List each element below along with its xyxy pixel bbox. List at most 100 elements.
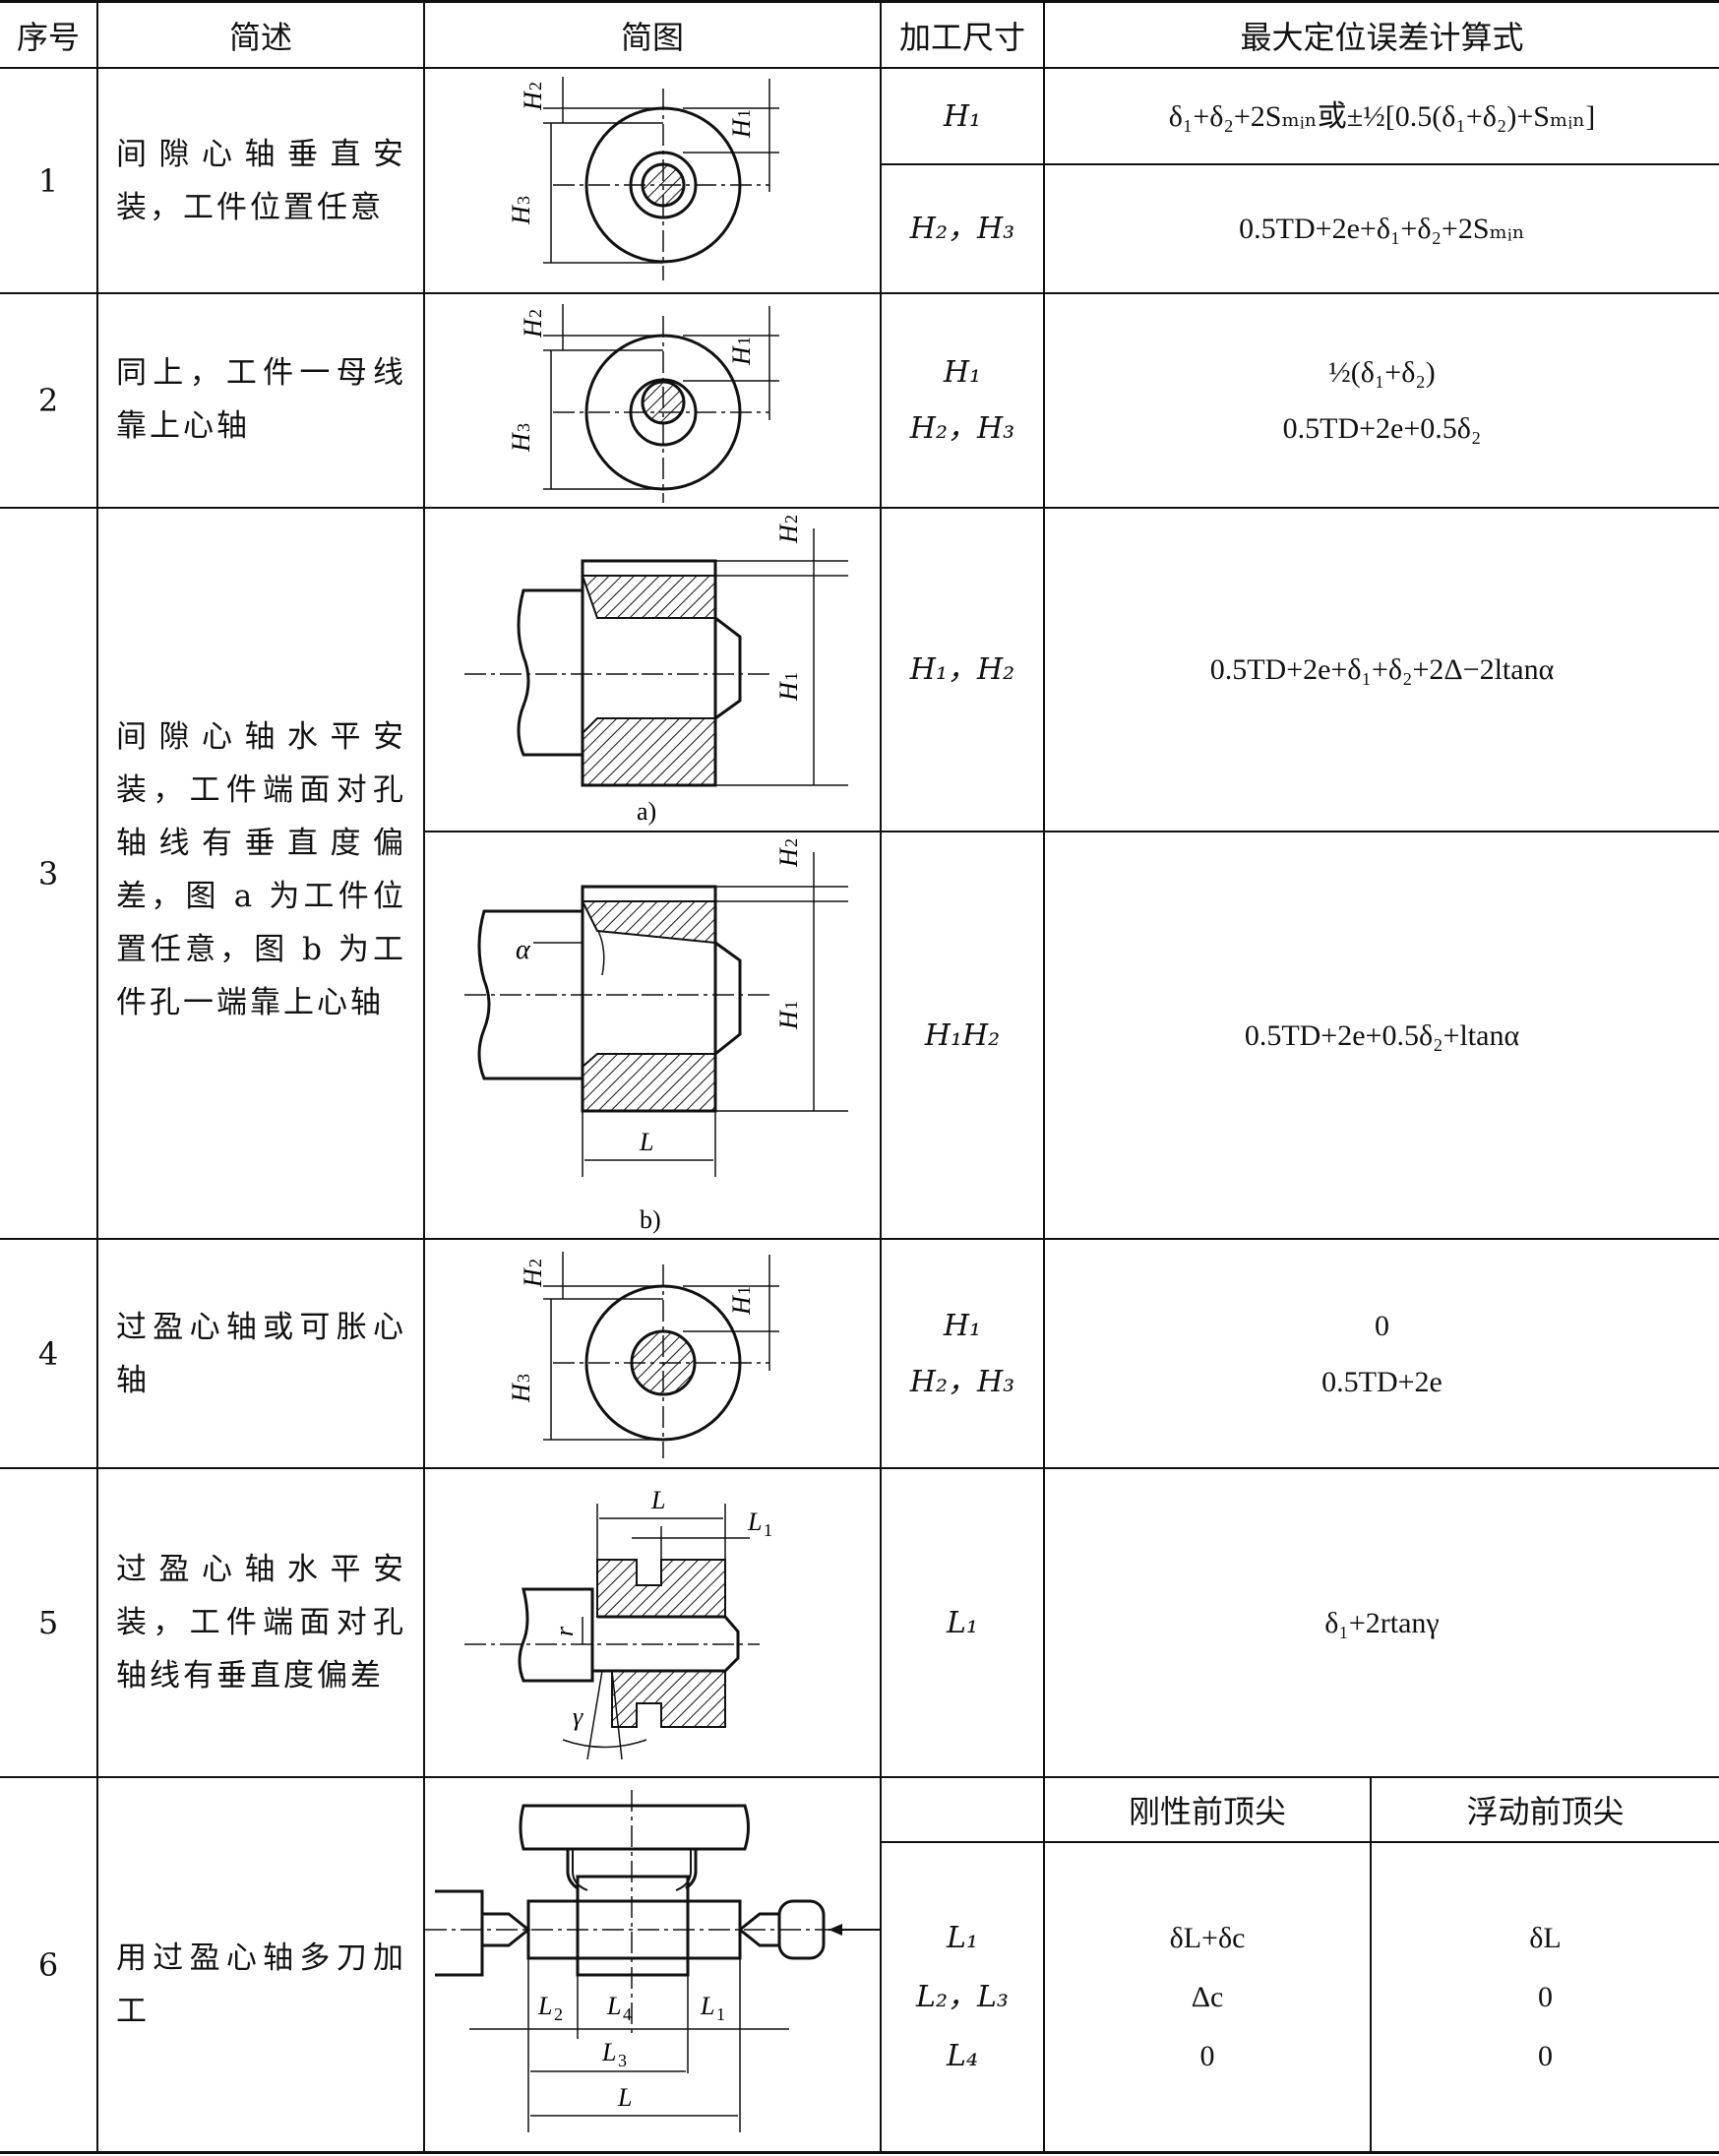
row-2-dims: H₁ H₂，H₃ bbox=[882, 294, 1043, 507]
table-border-bottom bbox=[0, 2151, 1719, 2154]
svg-text:H: H bbox=[519, 318, 547, 339]
row-6-rigid-l1: δL+δc bbox=[1169, 1921, 1246, 1954]
row-5-bottom-rule bbox=[0, 1776, 1719, 1778]
svg-text:L: L bbox=[700, 1992, 714, 2020]
svg-text:3: 3 bbox=[514, 1374, 533, 1383]
row-5-number: 5 bbox=[37, 1604, 59, 1641]
row-2-description: 同上，工件一母线靠上心轴 bbox=[116, 355, 406, 444]
row-4-dims: H₁ H₂，H₃ bbox=[882, 1240, 1043, 1467]
row-1-description: 间隙心轴垂直安装，工件位置任意 bbox=[116, 137, 406, 225]
row-6-floating-l2-l3: 0 bbox=[1538, 1980, 1553, 2013]
svg-text:L: L bbox=[601, 2038, 616, 2066]
table-border-top bbox=[0, 0, 1719, 3]
row-4-number: 4 bbox=[37, 1334, 59, 1373]
row-6-dim-l2-l3: L₂，L₃ bbox=[916, 1979, 1009, 2014]
row-1-dim-h1: H₁ bbox=[943, 98, 982, 134]
row-1-sub-rule bbox=[880, 163, 1719, 165]
svg-text:H: H bbox=[519, 1267, 547, 1288]
row-2-formulas: ½(δ₁+δ₂) 0.5TD+2e+0.5δ₂ bbox=[1045, 294, 1719, 507]
row-6-subheader-floating: 浮动前顶尖 bbox=[1466, 1793, 1625, 1830]
row-6-floating-l4: 0 bbox=[1538, 2039, 1553, 2072]
svg-text:H: H bbox=[774, 1010, 803, 1030]
row-5-description: 过盈心轴水平安装，工件端面对孔轴线有垂直度偏差 bbox=[116, 1552, 406, 1694]
header-bottom-rule bbox=[0, 67, 1719, 69]
row-6-description: 用过盈心轴多刀加工 bbox=[116, 1940, 406, 2029]
col-divider-2 bbox=[423, 0, 425, 2153]
row-3-sub-rule bbox=[423, 831, 1719, 832]
svg-text:L: L bbox=[650, 1486, 665, 1514]
svg-text:γ: γ bbox=[573, 1702, 583, 1731]
row-3-formula-b: 0.5TD+2e+0.5δ₂+ltanα bbox=[1244, 1018, 1520, 1052]
svg-text:1: 1 bbox=[734, 1286, 754, 1295]
row-6-number: 6 bbox=[37, 1946, 59, 1984]
row-6-diagram: L 2 L 4 L 1 L 3 L bbox=[425, 1790, 880, 2132]
svg-text:3: 3 bbox=[514, 196, 533, 205]
row-2-formula-h1: ½(δ₁+δ₂) bbox=[1328, 356, 1436, 389]
svg-text:1: 1 bbox=[734, 109, 754, 118]
row-2-formula-h2-h3: 0.5TD+2e+0.5δ₂ bbox=[1282, 412, 1482, 445]
row-1-formula-h1: δ₁+δ₂+2Sₘᵢₙ或±½[0.5(δ₁+δ₂)+Sₘᵢₙ] bbox=[1168, 99, 1596, 133]
svg-text:H: H bbox=[727, 118, 756, 139]
row-6-floating-l1: δL bbox=[1529, 1921, 1562, 1954]
row-5-formula: δ₁+2rtanγ bbox=[1324, 1606, 1440, 1639]
row-3a-caption: a) bbox=[637, 797, 656, 826]
row-2-bottom-rule bbox=[0, 507, 1719, 509]
row-3-description: 间隙心轴水平安装，工件端面对孔轴线有垂直度偏差，图 a 为工件位置任意，图 b … bbox=[116, 719, 406, 1020]
row-3a-diagram: H 2 H 1 a) bbox=[464, 515, 848, 826]
svg-text:1: 1 bbox=[781, 1001, 801, 1010]
col-divider-4 bbox=[1043, 0, 1045, 2153]
row-4-formulas: 0 0.5TD+2e bbox=[1045, 1240, 1719, 1467]
row-2-dim-h1: H₁ bbox=[943, 355, 982, 390]
row-3b-diagram: α H 2 H 1 L b) bbox=[464, 838, 848, 1234]
svg-text:1: 1 bbox=[781, 672, 801, 681]
row-1-formula-h2-h3: 0.5TD+2e+δ₁+δ₂+2Sₘᵢₙ bbox=[1239, 213, 1525, 245]
svg-text:L: L bbox=[537, 1992, 552, 2020]
svg-text:H: H bbox=[519, 91, 547, 111]
row-1-bottom-rule bbox=[0, 292, 1719, 294]
svg-text:1: 1 bbox=[764, 1520, 772, 1540]
row-1-diagram: H 2 H 3 H 1 bbox=[507, 77, 779, 280]
svg-text:H: H bbox=[727, 345, 756, 366]
svg-text:H: H bbox=[507, 432, 535, 453]
svg-text:2: 2 bbox=[781, 838, 801, 847]
row-3-dim-a: H₁，H₂ bbox=[909, 652, 1015, 687]
row-6-dim-l4: L₄ bbox=[947, 2038, 978, 2073]
row-2-dim-h2-h3: H₂，H₃ bbox=[909, 411, 1015, 446]
header-description: 简述 bbox=[228, 18, 292, 56]
header-machining-dimension: 加工尺寸 bbox=[898, 18, 1025, 56]
col-divider-3 bbox=[880, 0, 882, 2153]
row-6-rigid-l2-l3: Δc bbox=[1191, 1980, 1224, 2013]
row-3-number: 3 bbox=[37, 854, 59, 893]
svg-text:α: α bbox=[516, 935, 531, 965]
row-4-description: 过盈心轴或可胀心轴 bbox=[116, 1310, 406, 1398]
header-no: 序号 bbox=[16, 18, 80, 56]
row-4-dim-h2-h3: H₂，H₃ bbox=[909, 1364, 1015, 1399]
row-6-sub-rule bbox=[880, 1841, 1719, 1843]
svg-text:2: 2 bbox=[525, 1259, 545, 1267]
header-diagram: 简图 bbox=[620, 18, 684, 56]
row-3-dim-b: H₁H₂ bbox=[924, 1017, 1001, 1053]
row-6-subheader-rigid: 刚性前顶尖 bbox=[1128, 1793, 1286, 1830]
row-4-formula-h1: 0 bbox=[1375, 1309, 1389, 1342]
row-4-bottom-rule bbox=[0, 1467, 1719, 1469]
svg-text:1: 1 bbox=[734, 337, 754, 345]
row-3-formula-a: 0.5TD+2e+δ₁+δ₂+2Δ−2ltanα bbox=[1209, 653, 1555, 686]
svg-text:2: 2 bbox=[525, 82, 545, 91]
row-6-dim-l1: L₁ bbox=[947, 1920, 978, 1955]
row-2-diagram: H 2 H 3 H 1 bbox=[507, 304, 779, 503]
row-4-diagram: H 2 H 3 H 1 bbox=[507, 1252, 779, 1458]
svg-text:L: L bbox=[617, 2083, 632, 2112]
svg-text:H: H bbox=[774, 524, 803, 544]
svg-text:L: L bbox=[747, 1508, 762, 1536]
row-1-number: 1 bbox=[37, 161, 59, 200]
svg-text:1: 1 bbox=[716, 2004, 725, 2024]
row-1-dim-h2-h3: H₂，H₃ bbox=[909, 212, 1015, 246]
row-5-diagram: L L 1 r γ bbox=[464, 1486, 772, 1760]
svg-text:r: r bbox=[550, 1626, 579, 1636]
svg-text:2: 2 bbox=[781, 515, 801, 524]
row-2-number: 2 bbox=[37, 382, 59, 419]
svg-text:H: H bbox=[507, 1383, 535, 1403]
svg-text:H: H bbox=[507, 205, 535, 225]
svg-text:3: 3 bbox=[618, 2051, 627, 2070]
